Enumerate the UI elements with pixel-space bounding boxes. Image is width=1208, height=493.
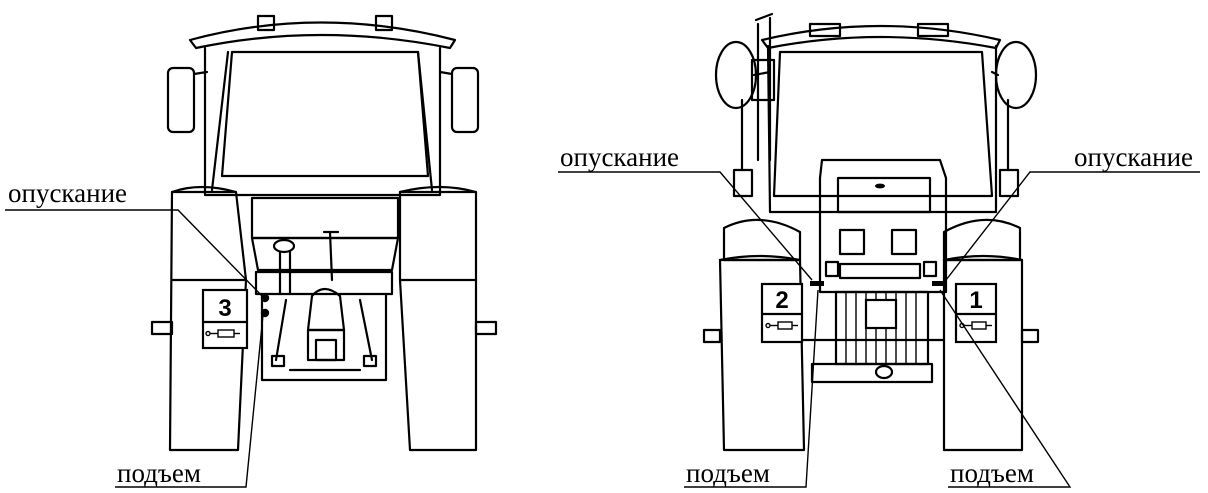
badge-3-number: 3 xyxy=(218,295,231,322)
badge-1-number: 1 xyxy=(969,287,982,314)
left-label-lowering: опускание xyxy=(8,178,127,208)
hydraulic-cylinder-icon xyxy=(205,329,240,338)
badge-2-number: 2 xyxy=(775,287,788,314)
badge-3: 3 xyxy=(201,288,249,350)
right-label-lifting-left: подъем xyxy=(686,458,770,488)
right-label-lowering-right: опускание xyxy=(1074,142,1193,172)
right-label-lowering-left: опускание xyxy=(560,142,679,172)
badge-1: 1 xyxy=(954,282,998,344)
right-label-lifting-right: подъем xyxy=(950,458,1034,488)
tractor-rear-view: 3 xyxy=(5,14,498,488)
badge-2: 2 xyxy=(760,282,804,344)
hydraulic-cylinder-icon xyxy=(765,321,798,330)
left-label-lifting: подъем xyxy=(117,458,201,488)
tractor-front-view: 2 1 xyxy=(558,12,1200,488)
